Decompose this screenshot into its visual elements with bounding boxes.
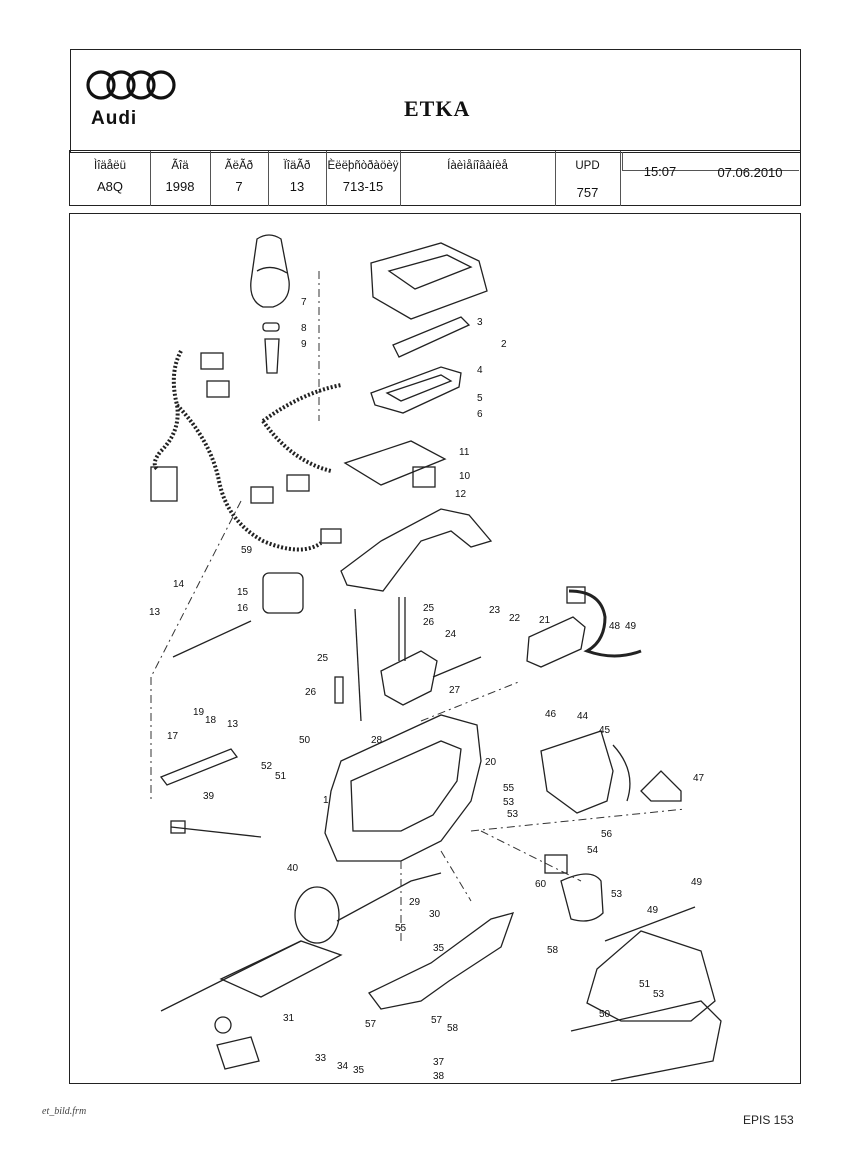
callout-16: 16: [237, 603, 249, 614]
callout-31: 31: [283, 1013, 295, 1024]
callout-52: 53: [611, 889, 623, 900]
part-callouts: 7 8 9 2 3 4 5 6 11 10 12 59 14 15 16 13 …: [149, 297, 705, 1082]
footer-form-name: et_bild.frm: [42, 1106, 87, 1117]
value-main-group: 7: [235, 179, 243, 194]
callout-60: 59: [241, 545, 253, 556]
callout-60b: 60: [535, 879, 547, 890]
callout-59: 58: [547, 945, 559, 956]
header-model: Ìîäåëü: [94, 160, 126, 172]
callout-10: 10: [459, 471, 471, 482]
header-sub-group: ÏîäÃð: [283, 160, 311, 172]
callout-9: 9: [301, 339, 307, 350]
callout-37: 37: [433, 1057, 445, 1068]
value-illustration: 713-15: [342, 179, 384, 194]
callout-28: 28: [371, 735, 383, 746]
callout-51b: 53: [653, 989, 665, 1000]
callout-23: 23: [489, 605, 501, 616]
callout-39: 39: [203, 791, 215, 802]
value-year: 1998: [165, 179, 195, 194]
callout-21: 21: [539, 615, 551, 626]
callout-30: 30: [429, 909, 441, 920]
callout-26: 26: [423, 617, 435, 628]
callout-54: 55: [395, 923, 407, 934]
callout-29: 29: [409, 897, 421, 908]
callout-4: 4: [477, 365, 483, 376]
print-time: 15:07: [643, 164, 677, 179]
callout-3: 3: [477, 317, 483, 328]
value-sub-group: 13: [289, 179, 305, 194]
callout-46: 49: [625, 621, 637, 632]
callout-22: 22: [509, 613, 521, 624]
callout-58: 58: [447, 1023, 459, 1034]
callout-13: 13: [149, 607, 161, 618]
callout-17: 17: [167, 731, 179, 742]
callout-5: 5: [477, 393, 483, 404]
header-upd: UPD: [575, 160, 600, 172]
callout-35: 35: [353, 1065, 365, 1076]
callout-33: 33: [315, 1053, 327, 1064]
callout-8: 8: [301, 323, 307, 334]
callout-55b: 56: [601, 829, 613, 840]
callout-53b: 53: [507, 809, 519, 820]
value-model: A8Q: [96, 179, 123, 194]
header-box: Audi ETKA: [70, 49, 801, 153]
callout-38: 38: [433, 1071, 445, 1082]
callout-18: 18: [205, 715, 217, 726]
footer-page-code: EPIS 153: [743, 1113, 794, 1127]
callout-25: 25: [423, 603, 435, 614]
callout-42: 45: [599, 725, 611, 736]
header-illustration: Èëëþñòðàöèÿ: [327, 160, 399, 172]
callout-12: 12: [455, 489, 467, 500]
callout-49: 50: [299, 735, 311, 746]
brand-name: Audi: [91, 108, 138, 129]
callout-53c: 54: [587, 845, 599, 856]
callout-41: 44: [577, 711, 589, 722]
header-designation: Íàèìåíîâàíèå: [447, 160, 508, 172]
callout-27: 27: [449, 685, 461, 696]
callout-11: 11: [459, 447, 470, 458]
callout-14: 14: [173, 579, 185, 590]
callout-26b: 26: [305, 687, 317, 698]
callout-43: 46: [545, 709, 557, 720]
callout-15: 15: [237, 587, 249, 598]
info-table: Ìîäåëü Ãîä ÃëÃð ÏîäÃð Èëëþñòðàöèÿ Íàèìåí…: [69, 150, 801, 206]
callout-6: 6: [477, 409, 483, 420]
parts-diagram-frame: 7 8 9 2 3 4 5 6 11 10 12 59 14 15 16 13 …: [69, 213, 801, 1084]
callout-40: 40: [287, 863, 299, 874]
audi-rings-logo: [86, 70, 176, 100]
callout-20: 20: [485, 757, 497, 768]
callout-45: 48: [609, 621, 621, 632]
callout-57: 57: [431, 1015, 443, 1026]
callout-49b: 50: [599, 1009, 611, 1020]
callout-55: 55: [503, 783, 515, 794]
callout-13b: 13: [227, 719, 239, 730]
callout-1: 1: [323, 795, 329, 806]
header-year: Ãîä: [171, 160, 189, 172]
callout-47: 49: [647, 905, 659, 916]
callout-50: 51: [275, 771, 287, 782]
callout-7: 7: [301, 297, 307, 308]
callout-53: 53: [503, 797, 515, 808]
callout-25b: 25: [317, 653, 329, 664]
callout-50b: 51: [639, 979, 651, 990]
value-upd: 757: [576, 185, 599, 200]
callout-24: 24: [445, 629, 457, 640]
callout-36: 35: [433, 943, 445, 954]
print-date: 07.06.2010: [717, 165, 783, 180]
callout-19: 19: [193, 707, 205, 718]
callout-51: 52: [261, 761, 273, 772]
callout-48: 49: [691, 877, 703, 888]
callout-2: 2: [501, 339, 507, 350]
page-title: ETKA: [404, 96, 471, 121]
header-main-group: ÃëÃð: [224, 160, 254, 172]
callout-34: 34: [337, 1061, 349, 1072]
exploded-parts-diagram: 7 8 9 2 3 4 5 6 11 10 12 59 14 15 16 13 …: [149, 234, 722, 1082]
callout-56: 57: [365, 1019, 377, 1030]
callout-44: 47: [693, 773, 705, 784]
